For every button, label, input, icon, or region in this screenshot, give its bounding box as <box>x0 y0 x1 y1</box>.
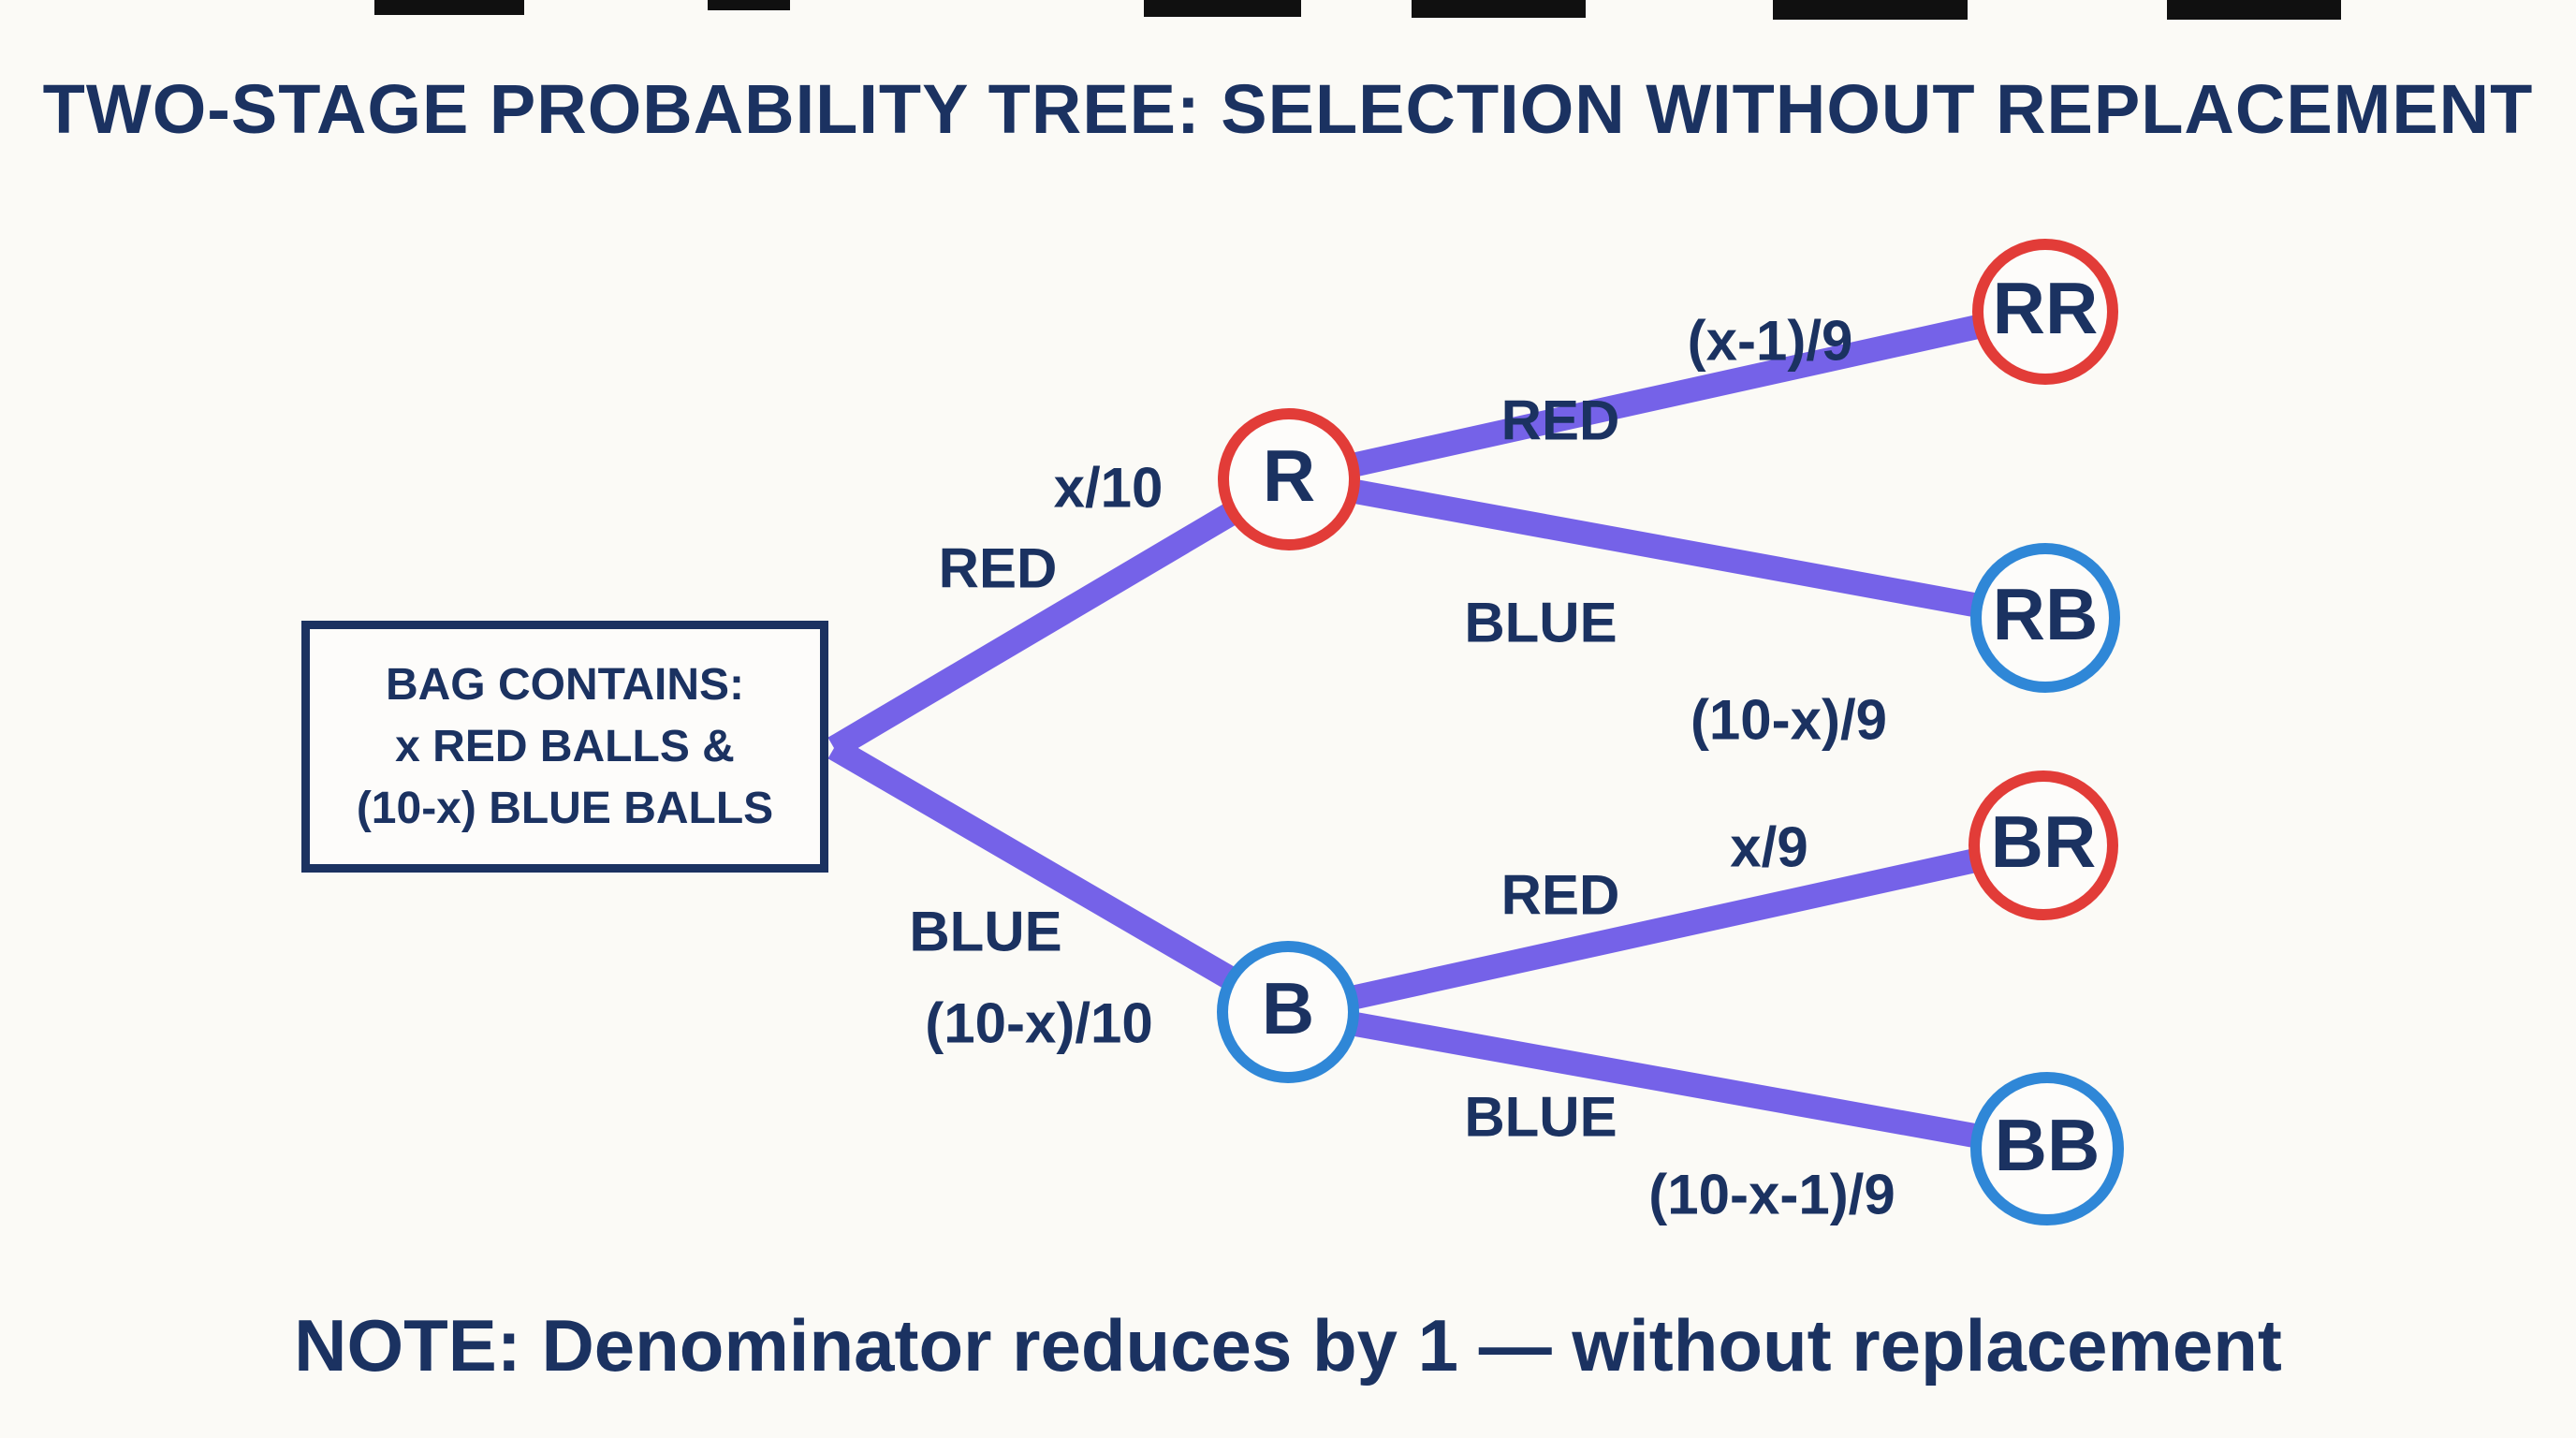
node-rb-circle <box>1970 543 2120 693</box>
bag-box-line: BAG CONTAINS: <box>385 659 745 710</box>
bag-box-line: x RED BALLS & <box>395 721 735 771</box>
node-b-label: B <box>1261 966 1315 1049</box>
branch-probability-10x-10: (10-x)/10 <box>925 991 1153 1055</box>
cropped-text-artifact <box>1412 0 1586 18</box>
node-b-circle <box>1217 941 1359 1083</box>
branch-probability-10x-9: (10-x)/9 <box>1690 688 1888 752</box>
branch-probability-x1-9: (x-1)/9 <box>1687 309 1853 373</box>
branch-bag-to-b <box>827 737 1295 1023</box>
cropped-text-artifact <box>2167 0 2341 20</box>
note-text: NOTE: Denominator reduces by 1 — without… <box>294 1304 2282 1387</box>
cropped-text-artifact <box>708 0 790 10</box>
branch-label-red-1: RED <box>938 536 1058 600</box>
node-r-circle <box>1218 408 1360 550</box>
node-r-label: R <box>1262 433 1316 517</box>
branch-probability-x-9: x/9 <box>1730 815 1808 879</box>
node-bb-circle <box>1970 1072 2124 1225</box>
branch-probability-10x1-9: (10-x-1)/9 <box>1648 1163 1895 1226</box>
node-rb-label: RB <box>1992 572 2099 655</box>
branch-b-to-bb <box>1285 1000 2050 1161</box>
branch-label-blue-3: BLUE <box>1464 1085 1617 1149</box>
bag-contains-box: BAG CONTAINS: x RED BALLS & (10-x) BLUE … <box>301 621 828 873</box>
branch-label-blue-1: BLUE <box>909 900 1062 963</box>
page-title: TWO-STAGE PROBABILITY TREE: SELECTION WI… <box>42 70 2534 148</box>
branch-label-red-3: RED <box>1500 863 1620 927</box>
node-br-circle <box>1969 770 2118 920</box>
cropped-text-artifact <box>374 0 524 15</box>
branch-b-to-br <box>1285 833 2046 1024</box>
branch-label-red-2: RED <box>1500 389 1620 452</box>
bag-box-line: (10-x) BLUE BALLS <box>356 783 774 833</box>
node-bb-label: BB <box>1994 1103 2100 1186</box>
branch-r-to-rb <box>1286 467 2048 630</box>
node-rr-label: RR <box>1992 266 2099 349</box>
node-br-label: BR <box>1990 800 2097 883</box>
branch-probability-x-10: x/10 <box>1053 456 1164 520</box>
branch-label-blue-2: BLUE <box>1464 591 1617 654</box>
cropped-text-artifact <box>1773 0 1968 20</box>
cropped-text-artifact <box>1144 0 1301 17</box>
branch-bag-to-r <box>827 468 1295 759</box>
branch-r-to-rr <box>1286 300 2048 492</box>
node-rr-circle <box>1972 239 2118 385</box>
